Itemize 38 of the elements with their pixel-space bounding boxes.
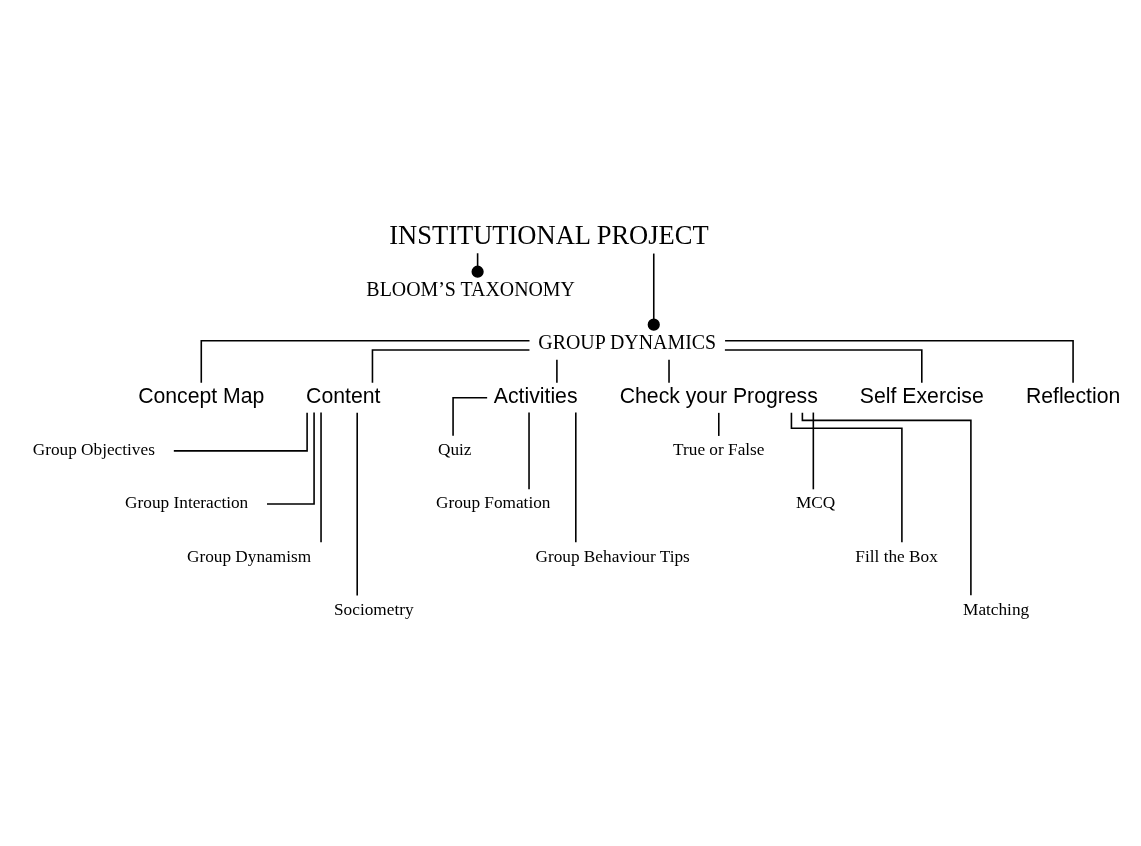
connector [200, 339, 531, 384]
connector [724, 349, 923, 384]
connector [320, 411, 322, 544]
node-text: Quiz [437, 440, 472, 460]
connector [812, 411, 815, 491]
connector [575, 411, 577, 544]
connector [356, 411, 358, 597]
connector [173, 412, 308, 452]
connector [528, 411, 530, 491]
node-text: Group Objectives [32, 440, 155, 460]
node-text: Activities [493, 383, 578, 407]
node-text: Content [306, 383, 381, 407]
node-text: True or False [673, 440, 765, 460]
connector [556, 359, 558, 384]
connector [724, 339, 1074, 384]
connector [790, 411, 903, 544]
node-text: BLOOM’S TAXONOMY [366, 278, 575, 301]
node-text: Fill the Box [855, 546, 938, 566]
connector [371, 349, 531, 384]
connector [266, 411, 315, 505]
node-text: Check your Progress [619, 383, 818, 407]
node-text: MCQ [795, 493, 836, 513]
node-text: Group Behaviour Tips [535, 546, 690, 566]
node-text: Matching [963, 599, 1030, 619]
node-text: Concept Map [138, 383, 265, 407]
connector [718, 412, 720, 437]
node-text: Group Interaction [125, 493, 249, 513]
node-text: Reflection [1025, 383, 1121, 407]
connector [801, 411, 972, 596]
node-text: Self Exercise [859, 383, 984, 407]
node-text: Group Dynamism [187, 546, 312, 566]
connector [647, 252, 660, 331]
connector [668, 359, 670, 384]
node-text: INSTITUTIONAL PROJECT [389, 219, 709, 250]
node-text: Sociometry [334, 599, 414, 619]
node-text: Group Fomation [435, 493, 551, 513]
connector [452, 397, 488, 437]
node-text: GROUP DYNAMICS [538, 331, 717, 354]
